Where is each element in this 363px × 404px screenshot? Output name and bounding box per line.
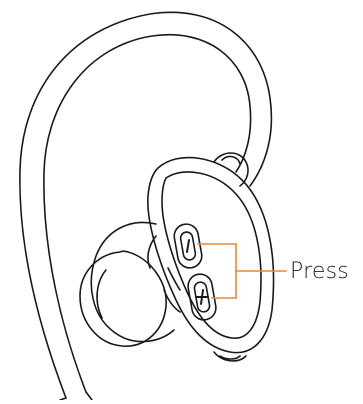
ear-hook-inner	[44, 35, 251, 392]
volume-plus-button	[186, 272, 218, 321]
volume-minus-button	[172, 222, 203, 269]
callout-press-label: Press	[290, 259, 349, 285]
